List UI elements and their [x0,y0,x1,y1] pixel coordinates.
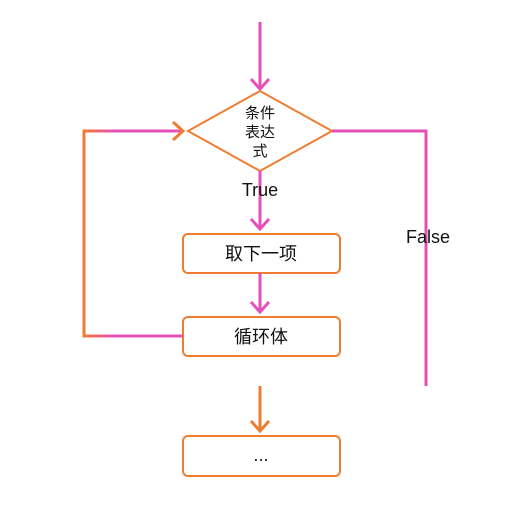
next-to-body-arrow [249,273,271,315]
loop-body-box: 循环体 [182,316,341,357]
condition-line-1: 条件 [245,104,275,122]
next-item-box: 取下一项 [182,233,341,274]
condition-diamond: 条件 表达 式 [185,89,335,173]
true-label: True [242,180,278,200]
after-loop-label: ... [253,446,268,465]
loop-body-label: 循环体 [234,327,288,348]
next-item-label: 取下一项 [225,244,297,265]
condition-line-2: 表达 [245,123,275,141]
after-loop-box: ... [182,435,341,477]
false-arrow [249,129,428,434]
true-arrow [249,171,271,232]
condition-line-3: 式 [252,142,267,160]
loop-back-arrow [82,120,186,338]
false-label: False [406,227,450,247]
entry-arrow [249,22,271,92]
